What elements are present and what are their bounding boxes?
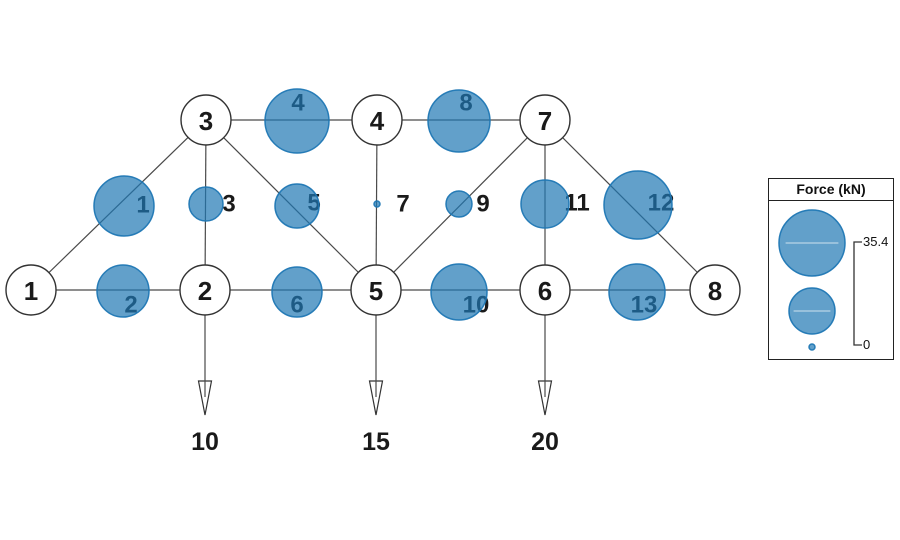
legend-size-circle xyxy=(788,287,836,335)
node-number-label: 1 xyxy=(24,276,38,306)
member-force-bubble xyxy=(274,183,320,229)
truss-node xyxy=(519,264,571,316)
node-number-label: 4 xyxy=(370,106,385,136)
member-force-bubble xyxy=(264,88,330,154)
legend-scale-bracket xyxy=(853,241,862,346)
truss-node xyxy=(350,264,402,316)
legend-size-circle xyxy=(808,343,816,351)
legend-title: Force (kN) xyxy=(769,179,893,201)
member-force-bubble xyxy=(373,200,381,208)
load-value-label: 20 xyxy=(531,428,559,456)
node-number-label: 8 xyxy=(708,276,722,306)
legend-box: Force (kN) 35.4 0 xyxy=(768,178,894,360)
truss-node xyxy=(5,264,57,316)
truss-node xyxy=(689,264,741,316)
member-force-bubble xyxy=(430,263,488,321)
member-force-bubble xyxy=(520,179,570,229)
member-force-bubble xyxy=(96,264,150,318)
member-number-label: 9 xyxy=(476,191,489,218)
member-number-label: 3 xyxy=(222,191,235,218)
member-force-bubble xyxy=(93,175,155,237)
member-force-bubble xyxy=(271,266,323,318)
legend-min-value: 0 xyxy=(863,337,871,352)
truss-node xyxy=(179,264,231,316)
truss-node xyxy=(180,94,232,146)
load-value-label: 15 xyxy=(362,428,390,456)
member-force-bubble xyxy=(427,89,491,153)
legend-svg xyxy=(778,209,862,351)
member-force-bubble xyxy=(188,186,224,222)
member-force-bubble xyxy=(608,263,666,321)
node-number-label: 6 xyxy=(538,276,552,306)
member-force-bubble xyxy=(603,170,673,240)
truss-node xyxy=(519,94,571,146)
legend-max-value: 35.4 xyxy=(863,234,889,249)
member-force-bubble xyxy=(445,190,473,218)
truss-node xyxy=(351,94,403,146)
legend-body: 35.4 0 xyxy=(769,201,893,360)
node-number-label: 7 xyxy=(538,106,552,136)
legend-size-circle xyxy=(778,209,846,277)
load-value-label: 10 xyxy=(191,428,219,456)
node-number-label: 3 xyxy=(199,106,213,136)
member-number-label: 7 xyxy=(396,191,409,218)
node-number-label: 2 xyxy=(198,276,212,306)
node-number-label: 5 xyxy=(369,276,383,306)
